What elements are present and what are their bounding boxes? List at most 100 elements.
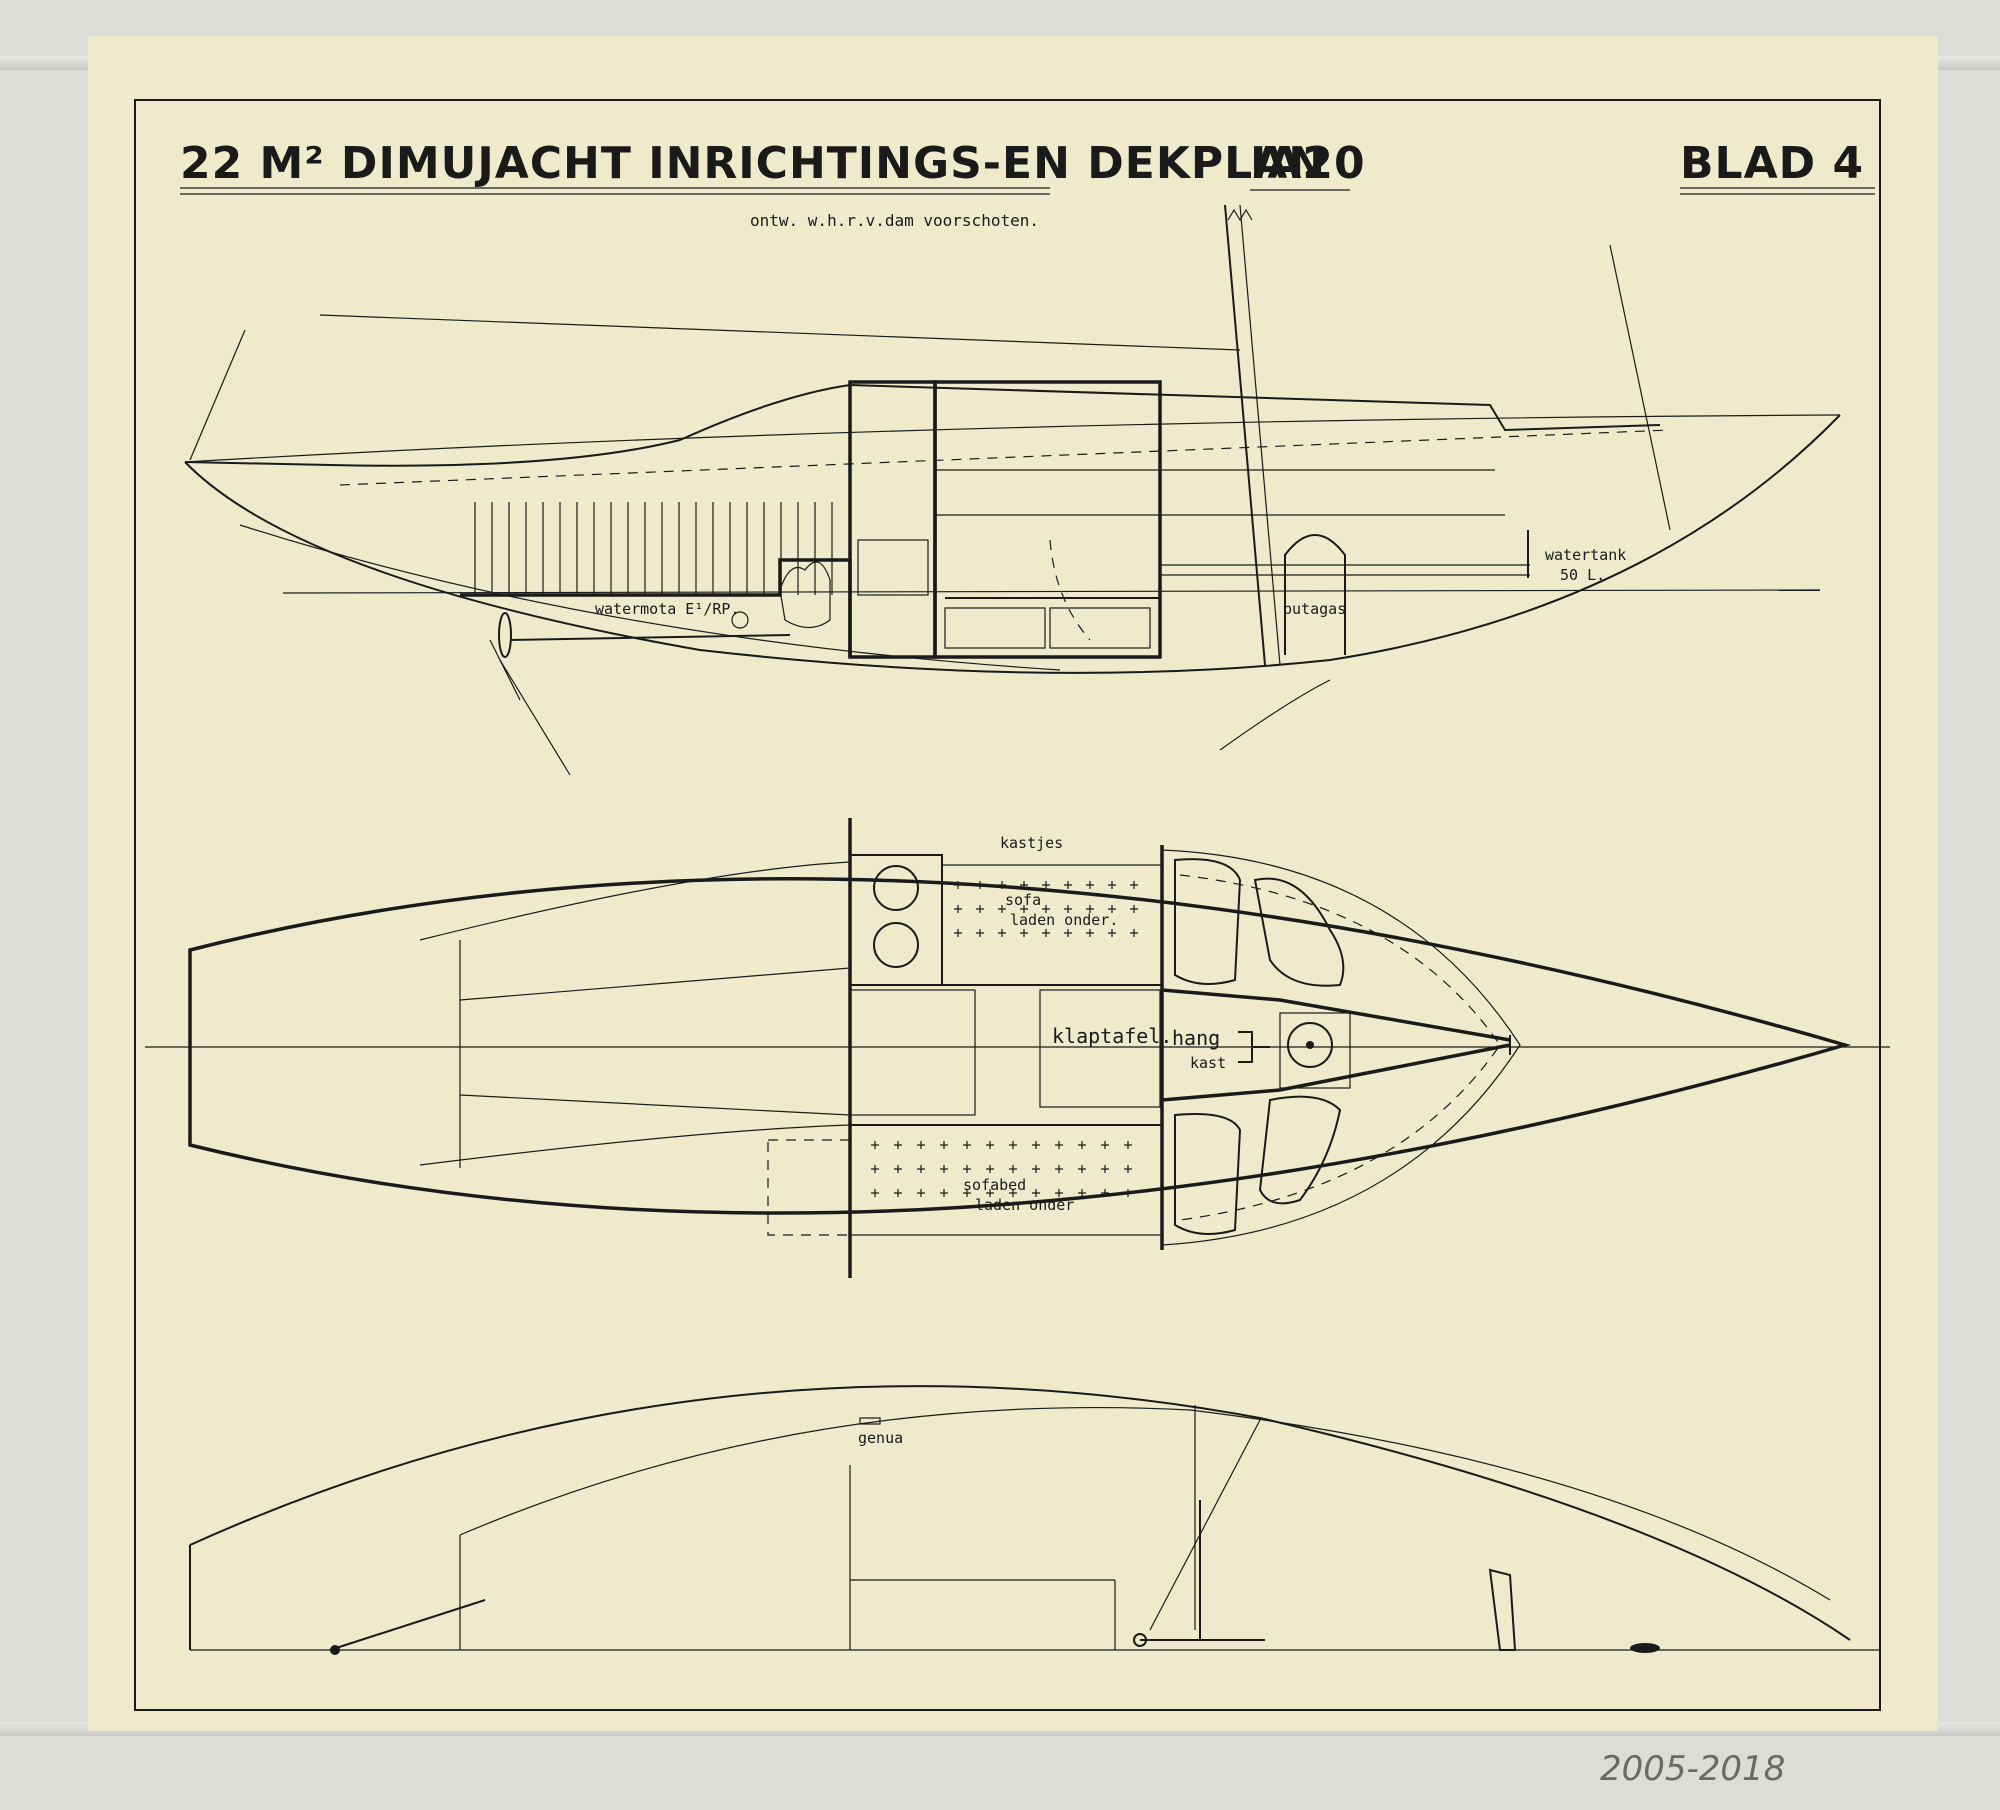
cushion-mark (963, 1189, 971, 1197)
engine-flywheel-icon (731, 611, 749, 629)
burner-1-icon (873, 865, 919, 911)
design-waterline (282, 589, 1821, 594)
cushion-mark (998, 881, 1006, 889)
propeller-icon (498, 612, 512, 658)
cushion-mark (976, 905, 984, 913)
coaming-port (419, 861, 851, 941)
mast-edge (1239, 204, 1281, 666)
cushion-mark (917, 1141, 925, 1149)
cushion-mark (1032, 1165, 1040, 1173)
cushion-mark (1124, 1141, 1132, 1149)
label-sofabed-drawers: laden onder (975, 1196, 1074, 1214)
cushion-mark (1055, 1165, 1063, 1173)
designer-credit: ontw. w.h.r.v.dam voorschoten. (750, 211, 1039, 230)
inner-sheer-curve (459, 1407, 1831, 1601)
border-frame (134, 99, 1881, 1711)
saloon-drawer-1 (944, 607, 1046, 649)
rudder-stock (489, 639, 521, 701)
drawing-title: 22 M² DIMUJACHT INRICHTINGS-EN DEKPLAN (180, 138, 1326, 189)
hull-profile (184, 414, 1841, 674)
cushion-mark (1086, 905, 1094, 913)
bow-cleat-icon (1630, 1643, 1660, 1653)
forepeak-divider-port (1161, 988, 1511, 1042)
butagas-tank (1284, 534, 1346, 655)
forestay-elev (1149, 1419, 1261, 1631)
label-sofabed: sofabed (963, 1176, 1026, 1194)
sheet-number: BLAD 4 (1680, 138, 1864, 189)
keel-fin (1219, 679, 1331, 751)
label-hangkast: hang (1172, 1026, 1220, 1050)
label-watertank-volume: 50 L. (1560, 566, 1605, 584)
cushion-mark (871, 1189, 879, 1197)
forepeak-hull-inner (1161, 849, 1521, 1246)
cushion-mark (1042, 881, 1050, 889)
mast-step-center (1306, 1041, 1314, 1049)
sail-bag-port-1 (1174, 858, 1242, 985)
cushion-mark (1078, 1189, 1086, 1197)
cushion-mark (940, 1189, 948, 1197)
mast-step-box (1279, 1012, 1351, 1089)
cushion-mark (1064, 881, 1072, 889)
genua-track-icon (859, 1417, 881, 1425)
door-swing-dashed (1049, 539, 1091, 641)
cushion-mark (1101, 1189, 1109, 1197)
cushion-mark (1042, 905, 1050, 913)
sofabed-extension-dashed (767, 1139, 851, 1236)
cushion-mark (1032, 1141, 1040, 1149)
hangkast-bracket-icon (1238, 1031, 1270, 1063)
label-sofa: sofa (1005, 891, 1041, 909)
plan-view: kastjes sofa laden onder. klaptafel. sof… (145, 818, 1890, 1278)
cushion-mark (1101, 1141, 1109, 1149)
cushion-mark (998, 905, 1006, 913)
cushion-mark (1009, 1141, 1017, 1149)
forestay (1609, 244, 1671, 531)
label-klaptafel: klaptafel. (1052, 1024, 1172, 1048)
cushion-mark (1124, 1189, 1132, 1197)
cushion-mark (1042, 929, 1050, 937)
nav-table (849, 989, 976, 1116)
cushion-mark (940, 1141, 948, 1149)
cushion-mark (1064, 905, 1072, 913)
cushion-mark (1130, 929, 1138, 937)
sail-bag-starboard-2 (1258, 1095, 1342, 1205)
label-watermotor: watermota E¹/RP. (595, 600, 740, 618)
sofa-port-cushions (954, 881, 1138, 937)
tiller (329, 1599, 486, 1651)
galley-drawer (857, 539, 929, 596)
backstay (189, 329, 246, 461)
sail-bag-port-2 (1253, 877, 1345, 987)
cushion-mark (1108, 929, 1116, 937)
cushion-mark (1108, 881, 1116, 889)
mast-step-icon (1287, 1022, 1333, 1068)
cushion-mark (1020, 881, 1028, 889)
label-watertank: watertank (1545, 546, 1626, 564)
cushion-mark (986, 1141, 994, 1149)
drawing-code: IA20 (1250, 138, 1366, 189)
saloon-drawer-2 (1049, 607, 1151, 649)
cushion-mark (998, 929, 1006, 937)
klaptafel (1039, 989, 1161, 1108)
bow-pulpit (1488, 1568, 1517, 1651)
boom-line (319, 314, 1241, 351)
cushion-mark (894, 1165, 902, 1173)
cushion-mark (1130, 905, 1138, 913)
cushion-mark (871, 1165, 879, 1173)
profile-centerline-dashed (339, 429, 1671, 486)
cushion-mark (871, 1141, 879, 1149)
deck-elevation-view: genua (189, 1385, 1880, 1655)
coaming-starboard (419, 1124, 851, 1166)
propeller-shaft (509, 634, 791, 641)
cushion-mark (1020, 905, 1028, 913)
burner-2-icon (873, 922, 919, 968)
cushion-mark (917, 1165, 925, 1173)
cushion-mark (1064, 929, 1072, 937)
cockpit-hatching (474, 502, 833, 595)
cushion-mark (1086, 929, 1094, 937)
cushion-mark (940, 1165, 948, 1173)
cushion-mark (976, 929, 984, 937)
cushion-mark (1130, 881, 1138, 889)
cushion-mark (963, 1165, 971, 1173)
label-butagas: butagas (1283, 600, 1346, 618)
cushion-mark (1009, 1165, 1017, 1173)
